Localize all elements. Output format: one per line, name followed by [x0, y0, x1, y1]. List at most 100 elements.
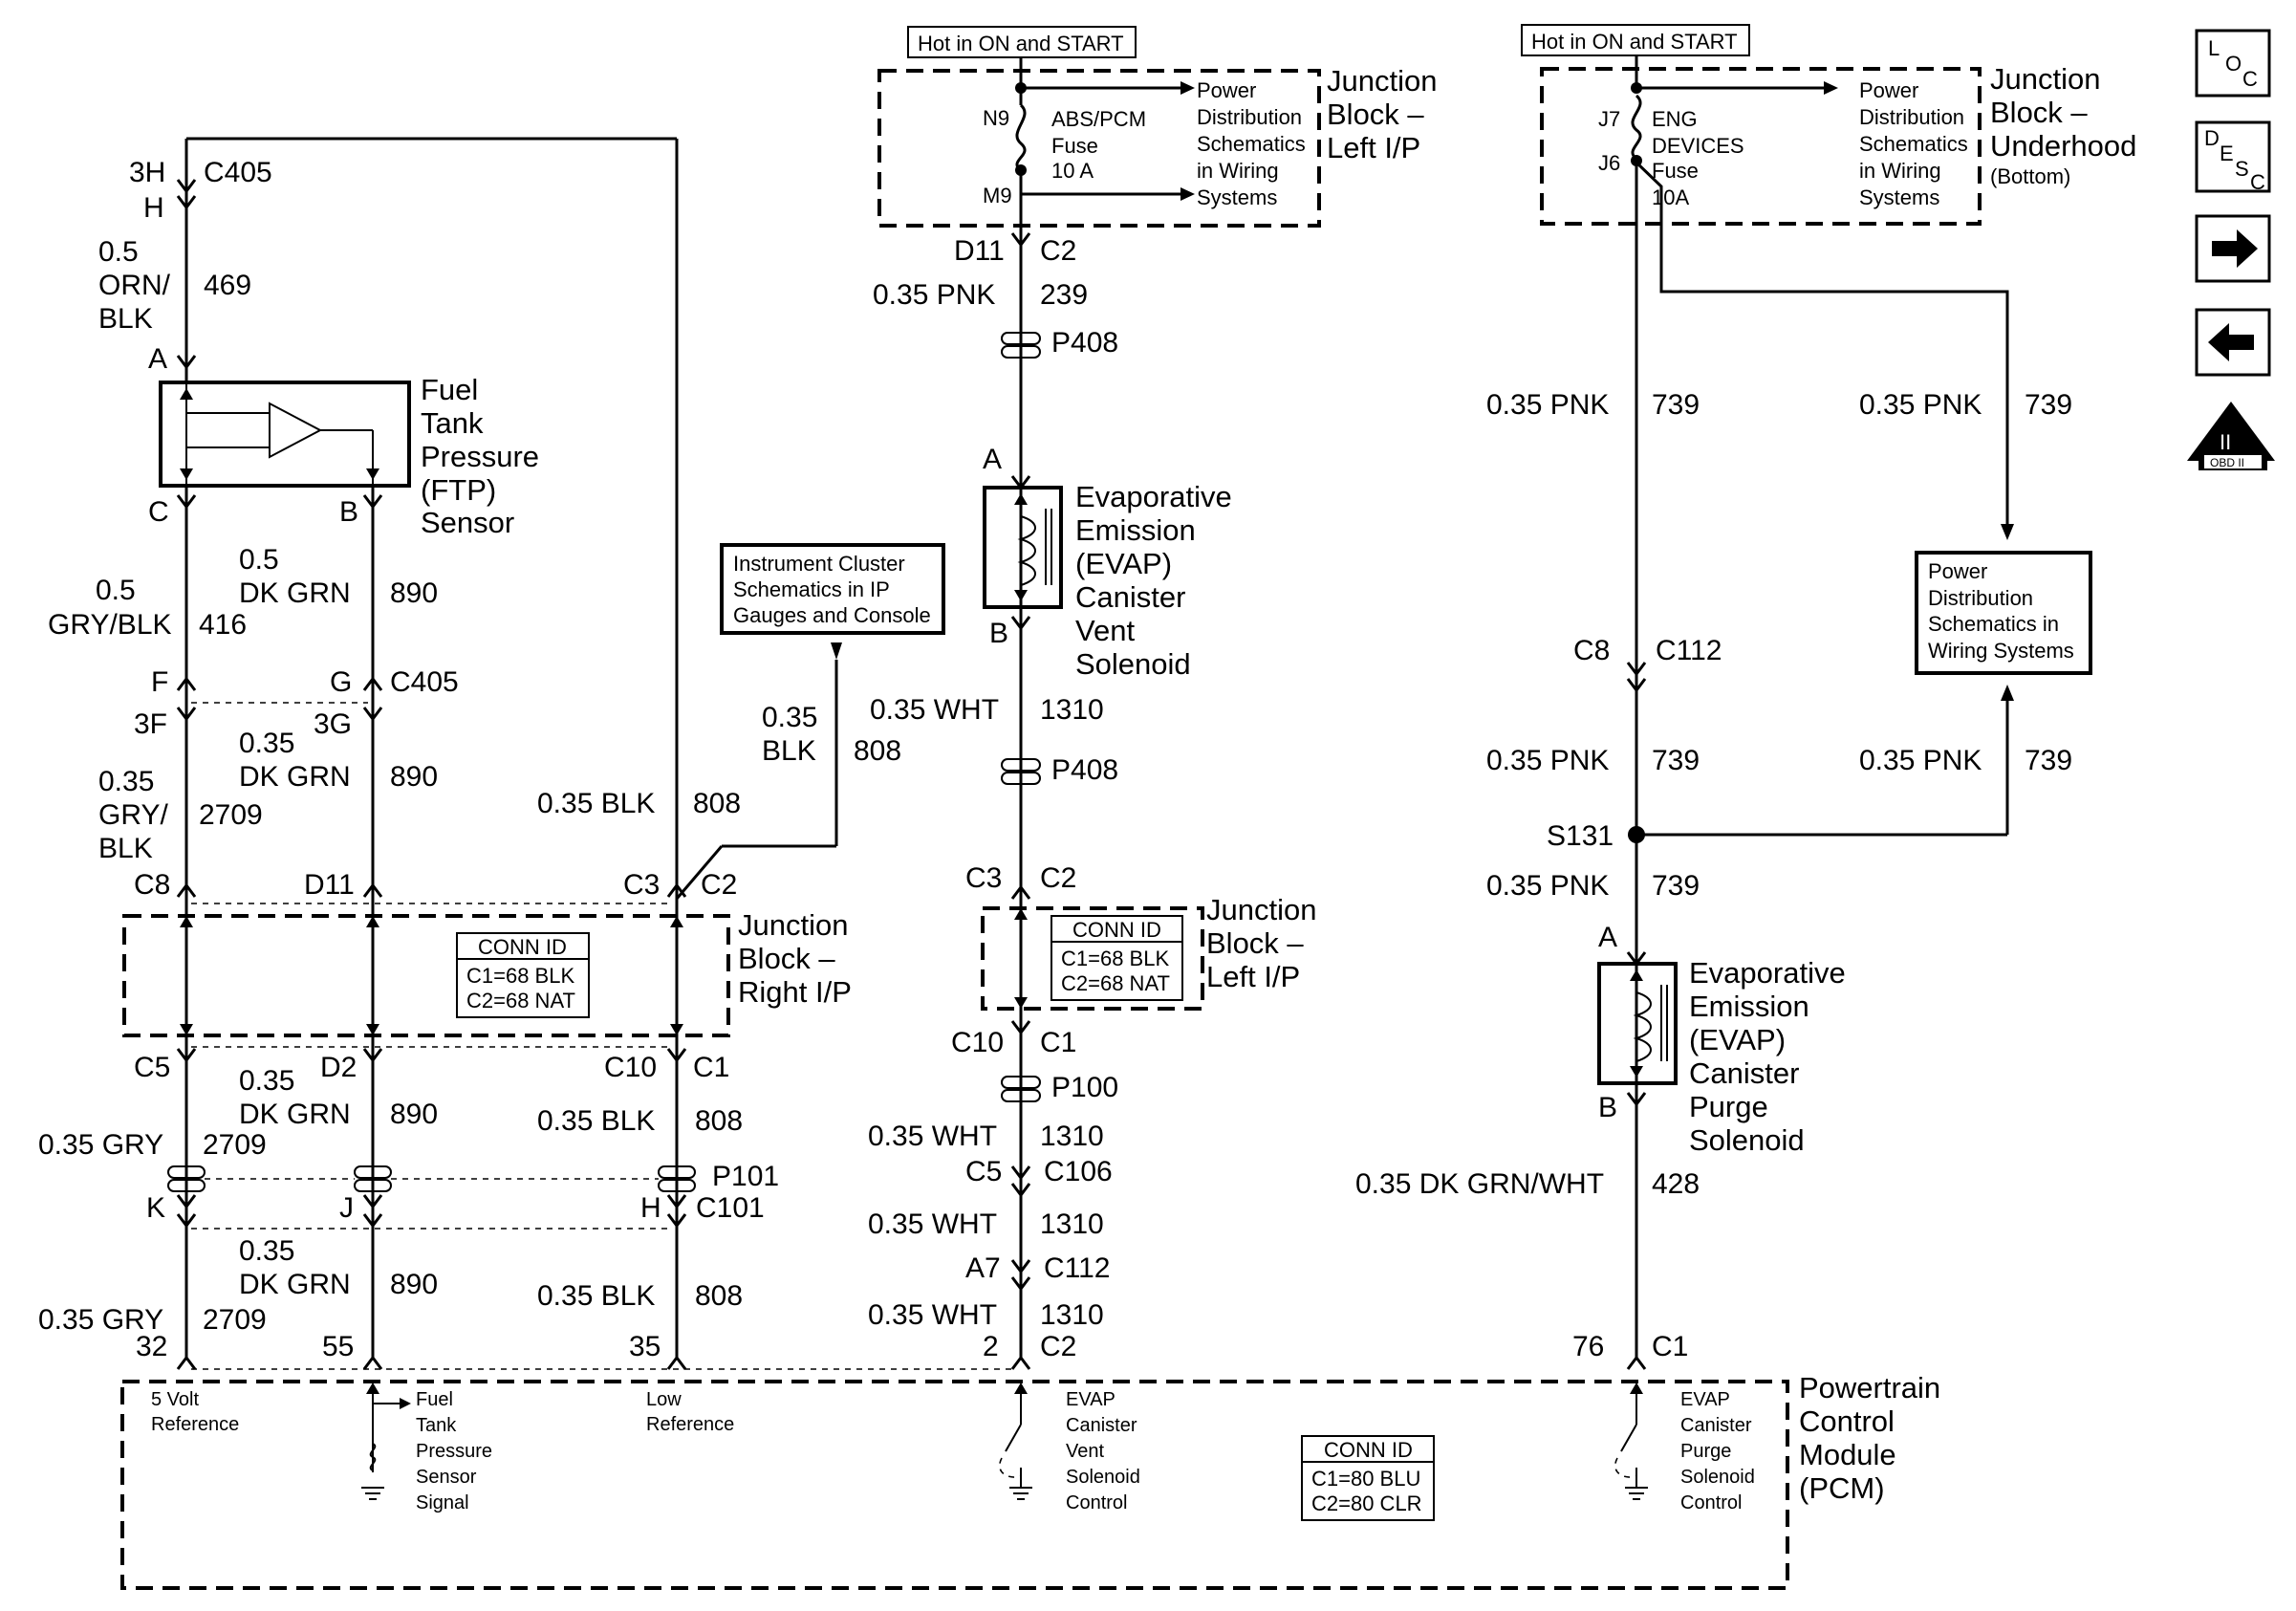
svg-text:Left I/P: Left I/P [1206, 960, 1300, 993]
svg-text:Wiring Systems: Wiring Systems [1928, 639, 2074, 663]
svg-text:P408: P408 [1051, 327, 1118, 359]
ftp-sensor: Fuel Tank Pressure (FTP) Sensor C B [148, 373, 539, 539]
svg-text:Gauges and Console: Gauges and Console [733, 603, 931, 627]
svg-text:N9: N9 [983, 106, 1009, 130]
svg-text:890: 890 [390, 1099, 438, 1130]
pcm-module: 32 55 35 2 C2 76 C1 5 Volt Reference Fue… [120, 1331, 1940, 1590]
hot-banner-left: Hot in ON and START [907, 26, 1137, 58]
svg-text:G: G [330, 666, 352, 698]
svg-text:H: H [143, 192, 164, 224]
svg-text:(FTP): (FTP) [421, 473, 496, 507]
svg-text:1310: 1310 [1040, 1299, 1104, 1331]
svg-text:Canister: Canister [1075, 580, 1185, 614]
svg-text:3H: 3H [129, 157, 165, 188]
location-icon[interactable]: L O C [2195, 29, 2271, 98]
svg-text:0.35 BLK: 0.35 BLK [537, 1105, 655, 1137]
svg-text:Vent: Vent [1075, 614, 1135, 647]
svg-text:C1: C1 [693, 1052, 729, 1083]
svg-text:D11: D11 [954, 235, 1005, 267]
svg-text:(PCM): (PCM) [1799, 1471, 1885, 1505]
svg-text:Pressure: Pressure [421, 440, 539, 473]
svg-text:C1=68 BLK: C1=68 BLK [466, 964, 574, 988]
junction-block-left-ip-mid: CONN ID C1=68 BLK C2=68 NAT Junction Blo… [981, 893, 1316, 1011]
svg-text:3F: 3F [134, 708, 167, 740]
svg-text:C: C [2242, 67, 2258, 91]
wire-739-branch [1635, 161, 2009, 524]
svg-text:J7: J7 [1598, 107, 1620, 131]
svg-text:Instrument Cluster: Instrument Cluster [733, 552, 905, 576]
svg-text:0.35 PNK: 0.35 PNK [873, 279, 995, 311]
svg-text:Fuel: Fuel [421, 373, 478, 406]
svg-text:2709: 2709 [203, 1304, 267, 1336]
svg-text:Block –: Block – [1327, 98, 1424, 131]
svg-text:C2: C2 [1040, 1331, 1076, 1362]
svg-text:C1: C1 [1040, 1027, 1076, 1058]
svg-text:Block –: Block – [1206, 926, 1304, 960]
svg-text:0.35 GRY: 0.35 GRY [38, 1129, 163, 1161]
svg-text:Evaporative: Evaporative [1075, 480, 1232, 513]
svg-text:(EVAP): (EVAP) [1689, 1023, 1786, 1056]
svg-text:808: 808 [695, 1280, 743, 1312]
svg-text:C8: C8 [134, 869, 170, 901]
svg-text:Powertrain: Powertrain [1799, 1371, 1940, 1404]
svg-text:in Wiring: in Wiring [1859, 159, 1941, 183]
svg-text:Junction: Junction [1990, 62, 2100, 96]
svg-text:469: 469 [204, 270, 251, 301]
description-icon[interactable]: D E S C [2195, 120, 2271, 194]
svg-text:ABS/PCM: ABS/PCM [1051, 107, 1146, 131]
svg-text:Sensor: Sensor [421, 506, 514, 539]
svg-text:S: S [2235, 157, 2249, 181]
svg-text:Power: Power [1859, 78, 1918, 102]
svg-text:Schematics: Schematics [1859, 132, 1968, 156]
svg-text:C10: C10 [951, 1027, 1004, 1058]
svg-text:E: E [2220, 142, 2234, 165]
svg-text:0.35 WHT: 0.35 WHT [870, 694, 999, 726]
svg-text:0.5: 0.5 [96, 575, 136, 606]
svg-text:0.35 BLK: 0.35 BLK [537, 788, 655, 819]
splice-s131 [1628, 826, 1645, 843]
svg-text:0.35: 0.35 [239, 1235, 294, 1267]
svg-text:Junction: Junction [1327, 64, 1437, 98]
svg-text:Hot in ON and START: Hot in ON and START [1531, 30, 1738, 54]
junction-block-left-ip-fuse: N9 M9 ABS/PCM Fuse 10 A Power Distributi… [877, 57, 1437, 228]
connector-p408-top: P408 [1001, 327, 1118, 359]
evap-purge-solenoid: Evaporative Emission (EVAP) Canister Pur… [1597, 956, 1846, 1157]
svg-text:C10: C10 [604, 1052, 657, 1083]
svg-text:0.35 PNK: 0.35 PNK [1486, 389, 1609, 421]
svg-text:C101: C101 [696, 1192, 765, 1224]
svg-text:ORN/: ORN/ [98, 270, 171, 301]
svg-text:A: A [1598, 922, 1617, 953]
fuse-symbol [1015, 103, 1027, 172]
svg-text:890: 890 [390, 577, 438, 609]
svg-text:0.35: 0.35 [98, 766, 154, 797]
svg-text:B: B [1598, 1092, 1617, 1123]
svg-text:Control: Control [1066, 1492, 1127, 1513]
svg-text:GRY/: GRY/ [98, 799, 168, 831]
svg-text:Junction: Junction [1206, 893, 1316, 926]
svg-text:Solenoid: Solenoid [1680, 1467, 1755, 1488]
svg-text:C1: C1 [1652, 1331, 1688, 1362]
svg-text:Fuse: Fuse [1652, 159, 1699, 183]
svg-text:Evaporative: Evaporative [1689, 956, 1846, 990]
svg-text:B: B [989, 618, 1008, 649]
svg-text:C2: C2 [1040, 235, 1076, 267]
svg-text:BLK: BLK [762, 735, 816, 767]
next-arrow-icon[interactable] [2195, 214, 2271, 283]
svg-text:739: 739 [2025, 389, 2072, 421]
svg-text:0.35: 0.35 [239, 728, 294, 759]
obd-ii-icon[interactable]: II OBD II [2187, 402, 2275, 470]
fuse-symbol [1631, 94, 1642, 161]
svg-text:CONN ID: CONN ID [1324, 1438, 1413, 1462]
svg-text:B: B [339, 496, 358, 528]
svg-text:239: 239 [1040, 279, 1088, 311]
previous-arrow-icon[interactable] [2195, 308, 2271, 377]
svg-text:0.35 PNK: 0.35 PNK [1859, 745, 1982, 776]
svg-text:DK GRN: DK GRN [239, 1269, 351, 1300]
svg-text:OBD II: OBD II [2210, 456, 2244, 469]
svg-text:A: A [148, 343, 167, 375]
svg-text:Solenoid: Solenoid [1689, 1123, 1805, 1157]
svg-text:Block –: Block – [1990, 96, 2088, 129]
svg-text:DK GRN: DK GRN [239, 1099, 351, 1130]
svg-text:Control: Control [1680, 1492, 1742, 1513]
